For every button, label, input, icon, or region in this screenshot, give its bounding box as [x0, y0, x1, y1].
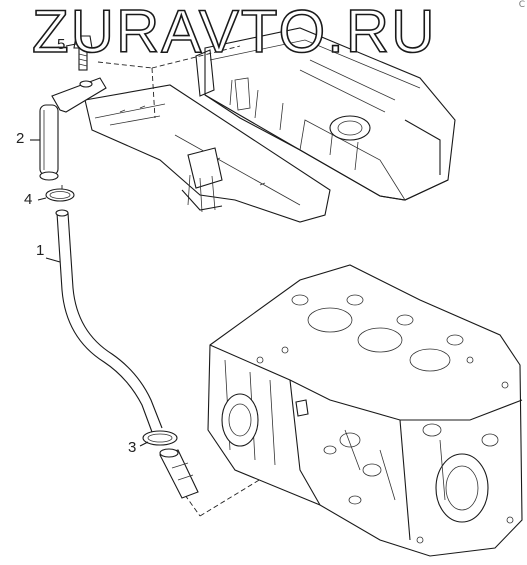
callout-4: 4 — [24, 191, 33, 208]
guide-bracket-part-2 — [30, 77, 107, 181]
callout-3: 3 — [128, 439, 137, 456]
lower-clamp-part-3 — [139, 430, 199, 499]
cylinder-block — [207, 264, 523, 557]
bolt-part-5 — [65, 35, 93, 71]
rocker-carrier-plate — [84, 84, 331, 223]
callout-2: 2 — [16, 130, 25, 147]
hose-clamp-part-4 — [37, 188, 75, 202]
corner-mark: C — [518, 0, 525, 10]
dipstick-tube-part-1 — [45, 209, 163, 433]
watermark-text: ZURAVTO.RU — [31, 0, 437, 65]
cylinder-head-cover — [195, 27, 456, 201]
callout-5: 5 — [57, 36, 66, 53]
callout-1: 1 — [36, 242, 45, 259]
